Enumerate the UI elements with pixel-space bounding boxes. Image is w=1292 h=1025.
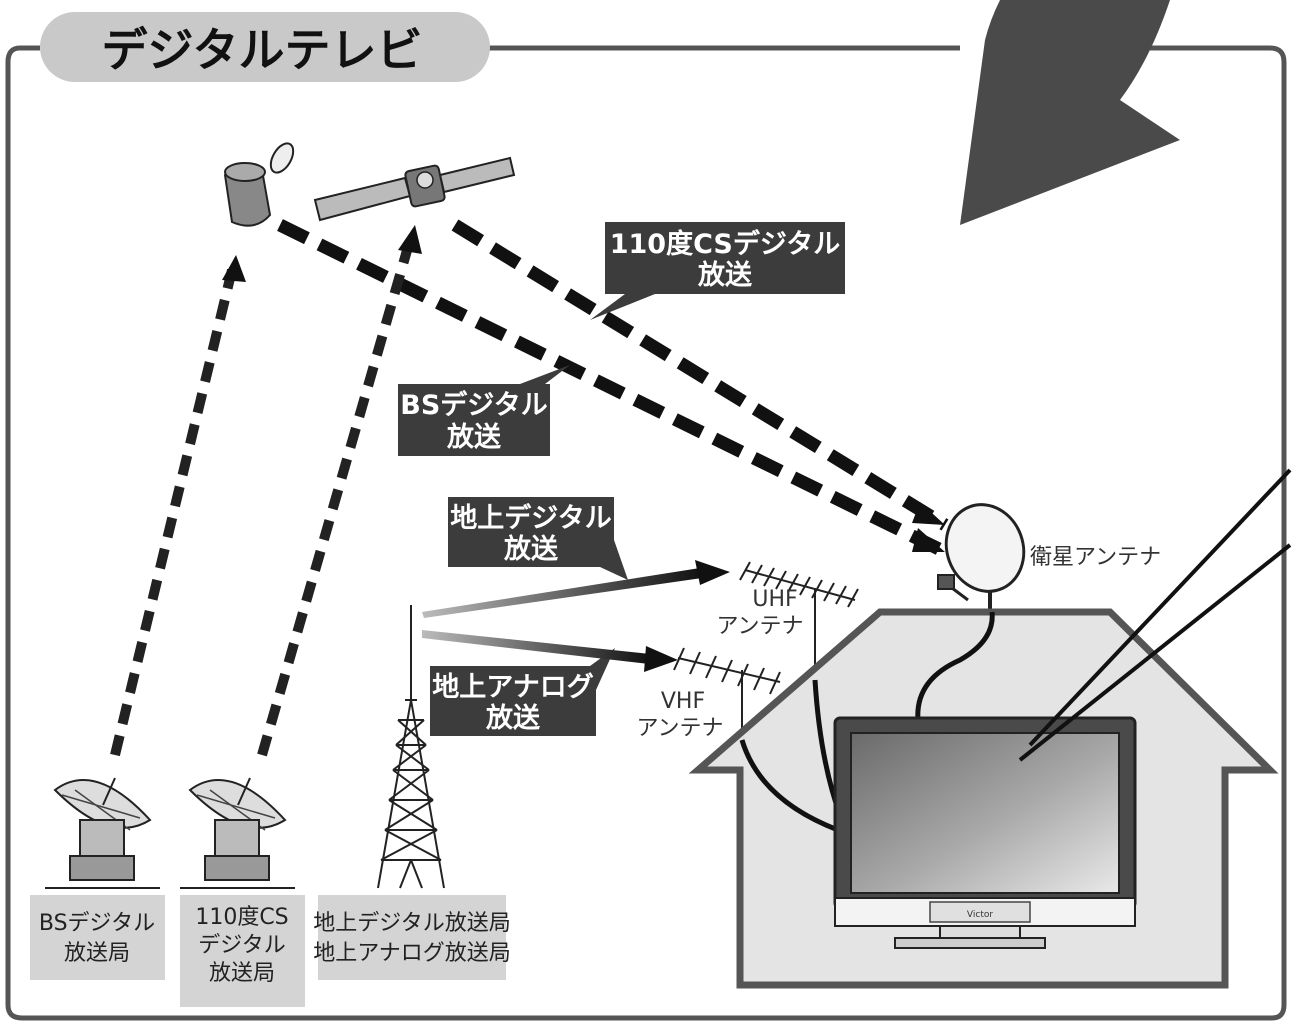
bs-satellite-icon <box>223 142 295 227</box>
big-arrow-icon <box>960 0 1180 225</box>
callout-terrestrial-digital: 地上デジタル 放送 <box>448 497 628 580</box>
station-bs-line1: BSデジタル <box>39 911 155 936</box>
page-title: デジタルテレビ <box>101 23 422 77</box>
title-pill <box>40 12 490 82</box>
callout-bs-line2: 放送 <box>446 421 501 453</box>
station-cs-line1: 110度CS <box>195 905 288 930</box>
cs-satellite-icon <box>313 156 516 222</box>
satellite-dish-icon <box>937 503 1026 615</box>
callout-cs-line2: 放送 <box>697 259 752 291</box>
station-terrestrial-line2: 地上アナログ放送局 <box>313 941 511 966</box>
callout-td-line2: 放送 <box>503 533 558 565</box>
station-bs-line2: 放送局 <box>64 941 130 966</box>
uhf-label-line2: アンテナ <box>716 614 803 639</box>
station-cs-line3: 放送局 <box>209 961 275 986</box>
callout-ta-line1: 地上アナログ <box>432 671 593 703</box>
station-label-cs: 110度CS デジタル 放送局 <box>180 895 305 1007</box>
television-icon: Victor <box>833 716 1137 949</box>
station-cs-line2: デジタル <box>198 933 286 958</box>
vhf-antenna-icon <box>673 647 781 740</box>
pointer-lines <box>1018 468 1292 762</box>
callout-cs-line1: 110度CSデジタル <box>610 228 841 260</box>
broadcast-tower-icon <box>377 605 445 889</box>
callout-ta-line2: 放送 <box>485 702 540 734</box>
callout-cs: 110度CSデジタル 放送 <box>590 222 845 320</box>
station-label-bs: BSデジタル 放送局 <box>30 895 165 980</box>
callout-td-line1: 地上デジタル <box>450 502 611 534</box>
satellite-antenna-label: 衛星アンテナ <box>1030 545 1161 570</box>
terrestrial-beams <box>422 560 730 672</box>
vhf-label-line2: アンテナ <box>636 716 723 741</box>
station-terrestrial-line1: 地上デジタル放送局 <box>313 911 511 936</box>
outer-frame <box>5 45 1287 1021</box>
uhf-label-line1: UHF <box>752 587 797 612</box>
vhf-label-line1: VHF <box>661 689 705 714</box>
satellite-beams <box>110 219 949 757</box>
callout-bs-line1: BSデジタル <box>400 389 548 421</box>
callout-terrestrial-analog: 地上アナログ 放送 <box>430 648 615 736</box>
bs-station-dish-icon <box>45 777 160 889</box>
tv-brand-logo: Victor <box>967 910 993 920</box>
callout-bs: BSデジタル 放送 <box>398 365 570 456</box>
cs-station-dish-icon <box>180 777 295 889</box>
station-label-terrestrial: 地上デジタル放送局 地上アナログ放送局 <box>313 895 511 980</box>
